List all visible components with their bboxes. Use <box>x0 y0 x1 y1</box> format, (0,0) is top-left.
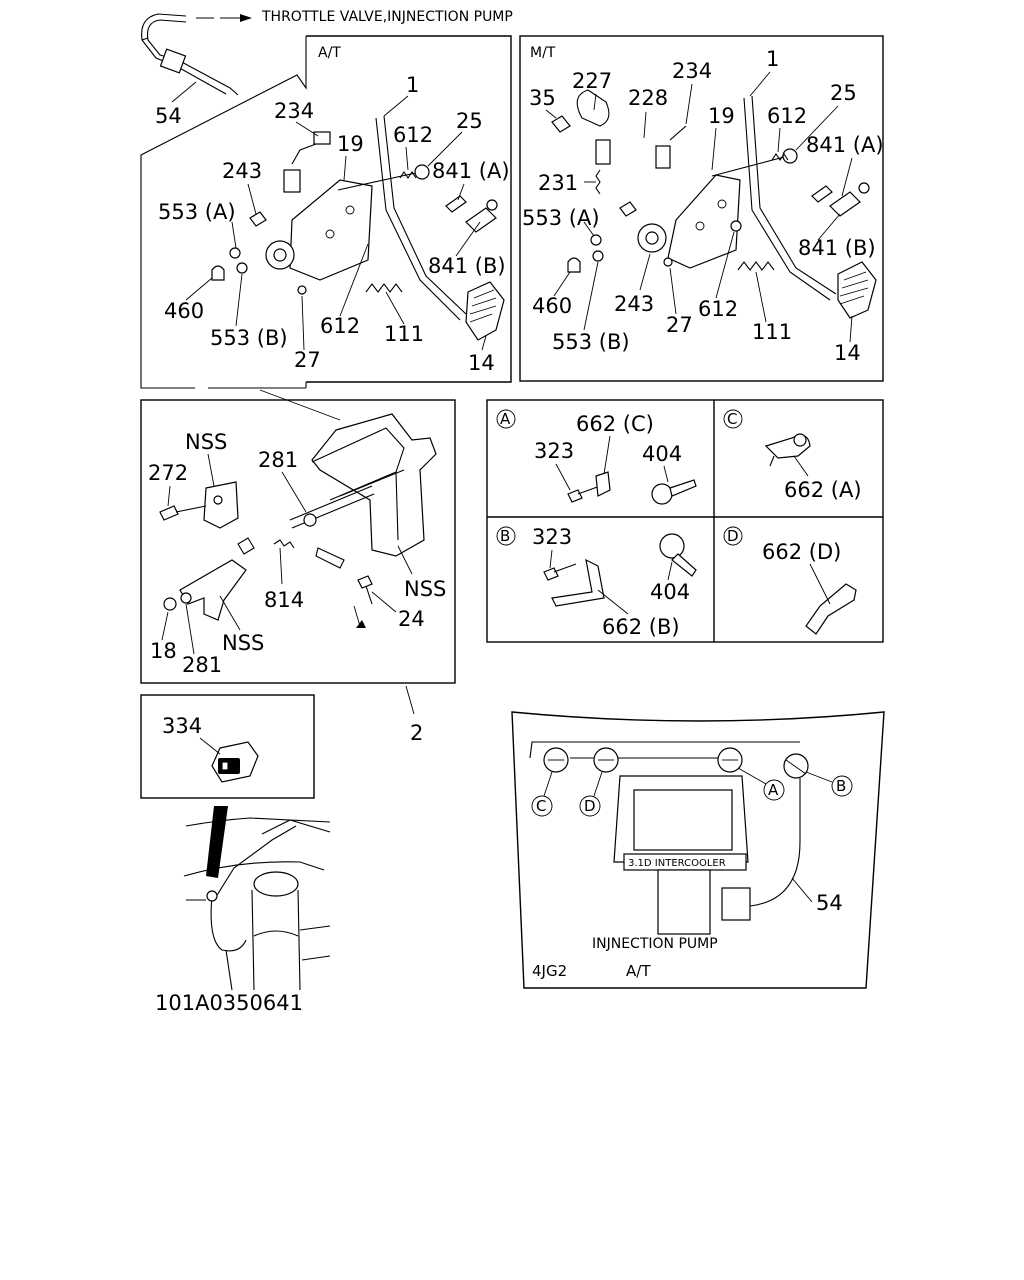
mt-label-553a: 553 (A) <box>522 206 600 230</box>
bracket-callouts: NSS 272 281 814 NSS 24 18 281 NSS <box>148 430 446 677</box>
bracket-panel: NSS 272 281 814 NSS 24 18 281 NSS 2 <box>140 389 456 745</box>
at-label-111: 111 <box>384 322 424 346</box>
engine-callout-d: D <box>584 797 596 815</box>
br-label-nss3: NSS <box>222 631 264 655</box>
at-label-27: 27 <box>294 348 321 372</box>
mt-label-27: 27 <box>666 313 693 337</box>
at-label-612a: 612 <box>393 123 433 147</box>
mt-callouts: 1 227 234 35 228 19 612 25 841 (A) 231 5… <box>522 47 884 365</box>
assembly-label: 2 <box>410 721 423 745</box>
at-label-25: 25 <box>456 109 483 133</box>
at-label-841b: 841 (B) <box>428 254 506 278</box>
at-label-553b: 553 (B) <box>210 326 288 350</box>
at-label-1: 1 <box>406 73 419 97</box>
assembly-leader <box>405 685 415 715</box>
at-label-14: 14 <box>468 351 495 375</box>
at-label-553a: 553 (A) <box>158 200 236 224</box>
throttle-note: THROTTLE VALVE,INJNECTION PUMP <box>261 9 513 25</box>
footer-code: 101A0350641 <box>155 991 303 1015</box>
detail-a-label-662c: 662 (C) <box>576 412 654 436</box>
cable-leader <box>171 81 197 103</box>
at-label-19: 19 <box>337 132 364 156</box>
mt-label-234: 234 <box>672 59 712 83</box>
at-label-243: 243 <box>222 159 262 183</box>
engine-callout-c: C <box>536 797 546 815</box>
at-title: A/T <box>318 45 341 61</box>
mt-label-111: 111 <box>752 320 792 344</box>
detail-a-letter: A <box>500 410 511 428</box>
engine-pump-label: INJNECTION PUMP <box>592 936 718 952</box>
mt-label-228: 228 <box>628 86 668 110</box>
mt-panel: M/T 1 227 234 35 228 <box>519 35 884 382</box>
engine-model: 4JG2 <box>532 962 567 980</box>
cable-label: 54 <box>155 104 182 128</box>
detail-d-label-662d: 662 (D) <box>762 540 841 564</box>
detail-b-label-323: 323 <box>532 525 572 549</box>
mt-label-1: 1 <box>766 47 779 71</box>
engine-cover-text: 3.1D INTERCOOLER <box>628 858 726 869</box>
br-label-272: 272 <box>148 461 188 485</box>
at-panel: A/T 1 <box>140 35 512 389</box>
mt-label-612b: 612 <box>698 297 738 321</box>
detail-a-label-404: 404 <box>642 442 682 466</box>
br-label-nss2: NSS <box>404 577 446 601</box>
br-label-814: 814 <box>264 588 304 612</box>
detail-grid: A 662 (C) 323 404 B 323 404 662 (B) C 66… <box>486 399 884 643</box>
mt-label-612a: 612 <box>767 104 807 128</box>
mt-label-14: 14 <box>834 341 861 365</box>
bracket-leaders <box>161 453 413 655</box>
at-callouts: 1 234 612 25 19 243 841 (A) 553 (A) 841 … <box>158 73 510 375</box>
detail-d-letter: D <box>727 527 739 545</box>
detail-b-letter: B <box>500 527 510 545</box>
detail-c-label-662a: 662 (A) <box>784 478 862 502</box>
mt-label-19: 19 <box>708 104 735 128</box>
mt-label-553b: 553 (B) <box>552 330 630 354</box>
detail-a-label-323: 323 <box>534 439 574 463</box>
br-label-281b: 281 <box>182 653 222 677</box>
mt-label-460: 460 <box>532 294 572 318</box>
detail-c-letter: C <box>727 410 737 428</box>
mt-label-227: 227 <box>572 69 612 93</box>
at-label-234: 234 <box>274 99 314 123</box>
detail-b-label-662b: 662 (B) <box>602 615 680 639</box>
engine-callout-a: A <box>768 781 779 799</box>
detail-b-label-404: 404 <box>650 580 690 604</box>
engine-cable-label: 54 <box>816 891 843 915</box>
br-label-nss1: NSS <box>185 430 227 454</box>
br-label-24: 24 <box>398 607 425 631</box>
throttle-cable <box>141 13 239 96</box>
mt-label-25: 25 <box>830 81 857 105</box>
mt-label-35: 35 <box>529 86 556 110</box>
br-label-281a: 281 <box>258 448 298 472</box>
mt-leaders <box>545 71 853 343</box>
mt-label-243: 243 <box>614 292 654 316</box>
at-label-460: 460 <box>164 299 204 323</box>
arrow-to-throttle <box>196 14 252 22</box>
mt-label-231: 231 <box>538 171 578 195</box>
switch-label: 334 <box>162 714 202 738</box>
mt-label-841b: 841 (B) <box>798 236 876 260</box>
engine-overview: C D A B 3.1D INTERCOOLER 54 INJNECTION P… <box>511 711 885 989</box>
engine-photo-sketch <box>183 806 331 991</box>
br-label-18: 18 <box>150 639 177 663</box>
switch-panel: 334 <box>140 694 315 799</box>
mt-label-841a: 841 (A) <box>806 133 884 157</box>
engine-callout-b: B <box>836 777 846 795</box>
mt-title: M/T <box>530 45 556 61</box>
at-leaders <box>185 95 487 351</box>
at-label-612b: 612 <box>320 314 360 338</box>
engine-trans: A/T <box>626 962 651 980</box>
at-label-841a: 841 (A) <box>432 159 510 183</box>
